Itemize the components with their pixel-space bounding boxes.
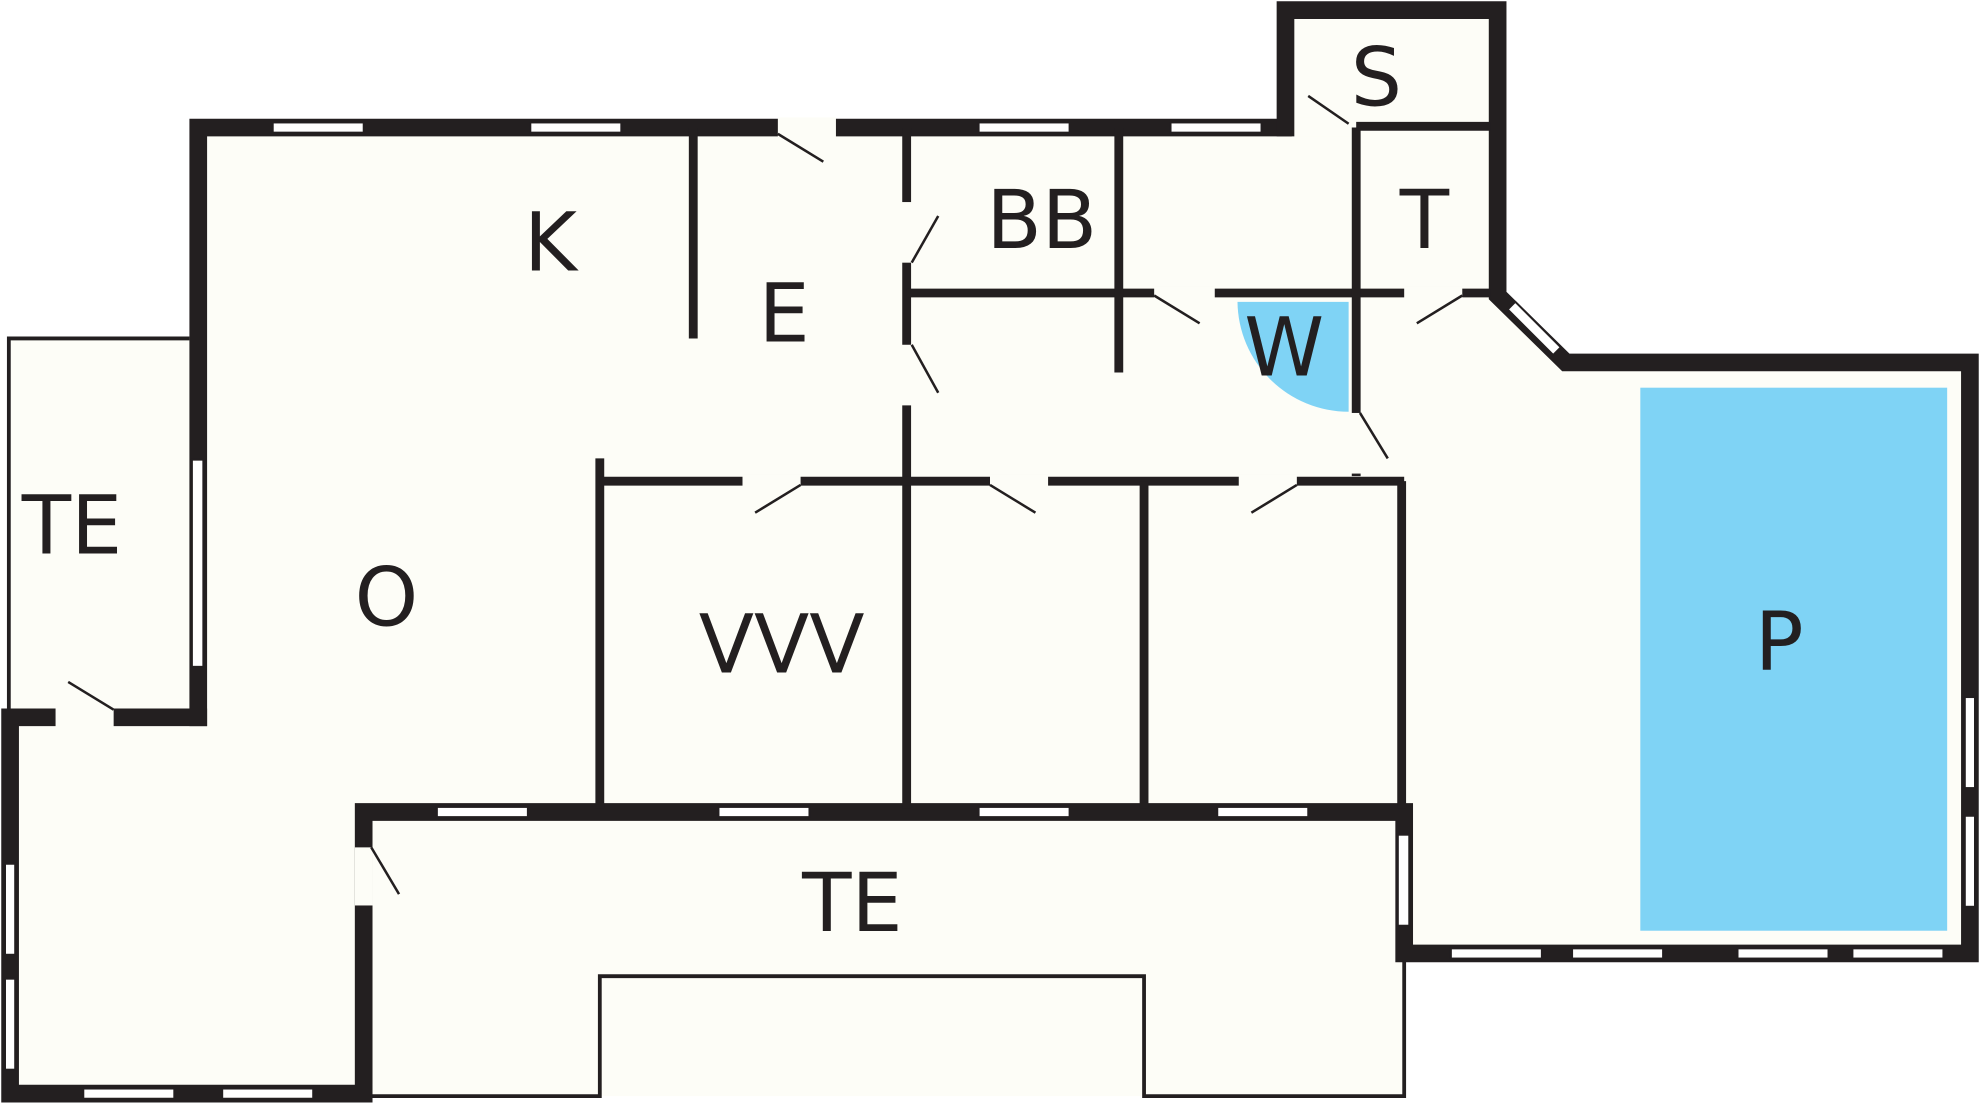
- room-label-te-bottom: TE: [801, 857, 902, 951]
- door-swings: [67, 94, 1463, 895]
- room-label-t: T: [1399, 174, 1450, 268]
- room-label-e: E: [759, 267, 810, 361]
- room-label-s: S: [1351, 31, 1402, 125]
- door-openings: [55, 117, 1463, 906]
- pool: [1640, 387, 1948, 931]
- whirlpool: [1237, 301, 1349, 412]
- room-label-w: W: [1244, 302, 1324, 396]
- windows: [4, 121, 1976, 1100]
- terrace-outlines: [6, 336, 1407, 1099]
- room-label-vvv: VVV: [699, 598, 865, 692]
- room-label-o: O: [355, 552, 419, 646]
- room-labels: S T BB K E W TE O VVV P TE: [21, 31, 1804, 951]
- room-label-p: P: [1755, 596, 1804, 690]
- room-label-te-left: TE: [21, 480, 122, 574]
- terrace-left-floor: [8, 338, 190, 710]
- room-label-k: K: [524, 197, 579, 291]
- room-label-bb: BB: [986, 174, 1097, 268]
